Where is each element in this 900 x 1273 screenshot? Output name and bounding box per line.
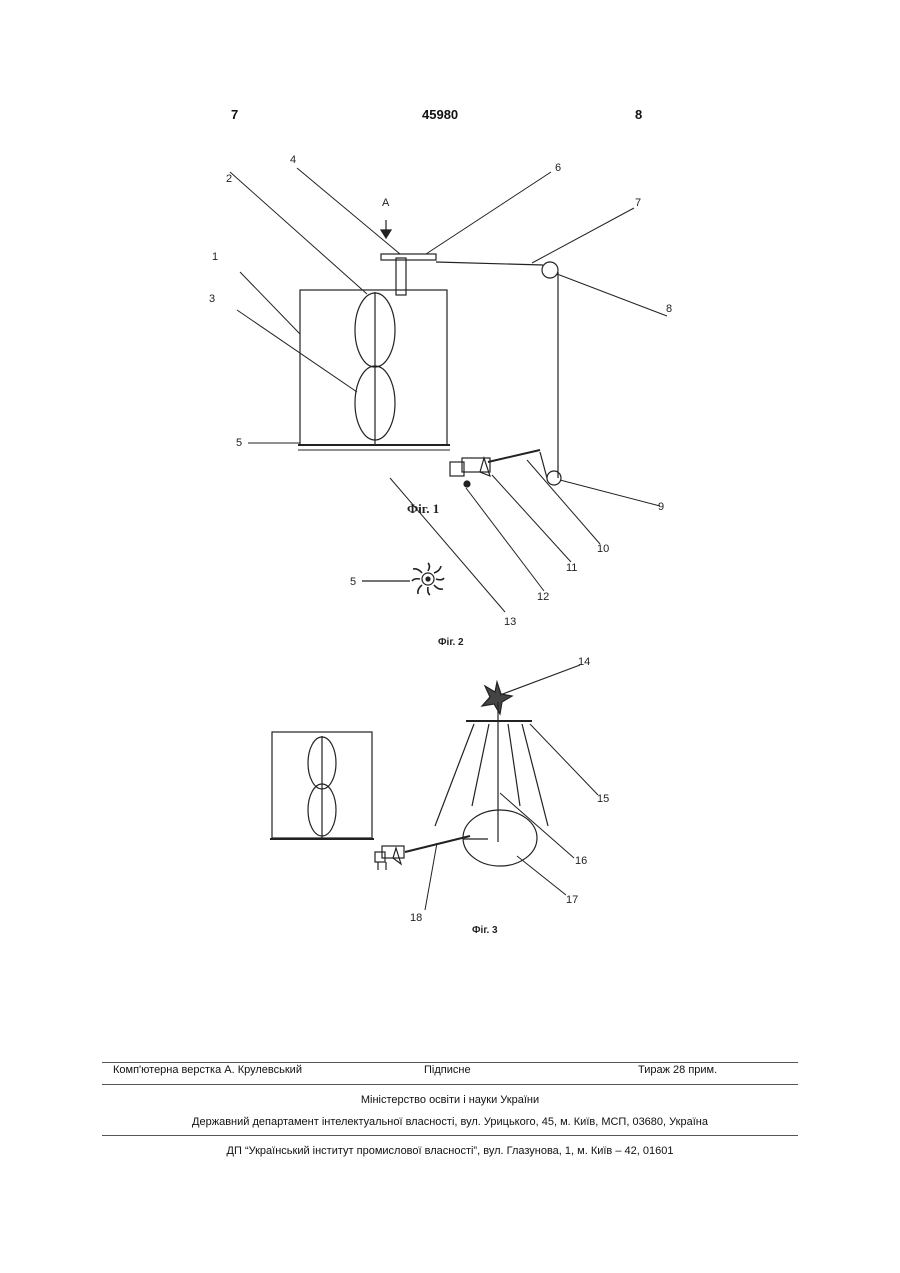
label-13: 13 [504,616,516,628]
stay-right-inner [508,724,520,806]
label-view-a: A [382,197,390,209]
clamp-small [375,846,404,870]
figure-3 [270,665,598,910]
footer-ministry: Міністерство освіти і науки України [102,1094,798,1106]
label-3: 3 [209,293,215,305]
caption-fig-1: Фіг. 1 [407,501,439,516]
view-arrow-head [381,230,391,238]
label-17: 17 [566,894,578,906]
footer-institute: ДП “Український інститут промислової вла… [102,1145,798,1157]
cable-to-lever [540,452,547,478]
screw-knob [464,481,470,487]
footer-circulation: Тираж 28 прим. [638,1064,717,1076]
label-1: 1 [212,251,218,263]
footer-rule-middle [102,1084,798,1085]
caption-fig-2: Фіг. 2 [438,637,464,648]
footer-layout-credit: Комп'ютерна верстка А. Крулевський [113,1064,302,1076]
footer-signed: Підписне [424,1064,471,1076]
label-18: 18 [410,912,422,924]
label-11: 11 [566,562,577,574]
label-5: 5 [236,437,242,449]
footer-department: Державний департамент інтелектуальної вл… [102,1116,798,1128]
star-arrow [500,665,580,695]
caption-fig-3: Фіг. 3 [472,925,498,936]
label-2: 2 [226,173,232,185]
pulley-lower [547,471,561,485]
lever-rod [488,450,540,462]
label-4: 4 [290,154,296,166]
cable-top [436,262,543,265]
label-15: 15 [597,793,609,805]
clamp-wedge [480,458,490,476]
footer-rule-bottom [102,1135,798,1136]
label-8: 8 [666,303,672,315]
stay-left-outer [435,724,474,826]
label-7: 7 [635,197,641,209]
star-emblem [482,682,512,714]
footer-rule-top [102,1062,798,1063]
label-6: 6 [555,162,561,174]
label-9: 9 [658,501,664,513]
impeller-center [426,577,430,581]
label-16: 16 [575,855,587,867]
stay-left-inner [472,724,489,806]
pulley-upper [542,262,558,278]
patent-drawing: 2 4 6 7 A 1 3 8 5 9 10 11 12 13 Фіг. 1 5… [0,0,900,1000]
float-ellipse [463,810,537,866]
label-14: 14 [578,656,590,668]
label-10: 10 [597,543,609,555]
top-plate [381,254,436,260]
arm-rod [405,836,470,852]
label-5-fig2: 5 [350,576,356,588]
label-12: 12 [537,591,549,603]
figure-2 [362,563,444,595]
